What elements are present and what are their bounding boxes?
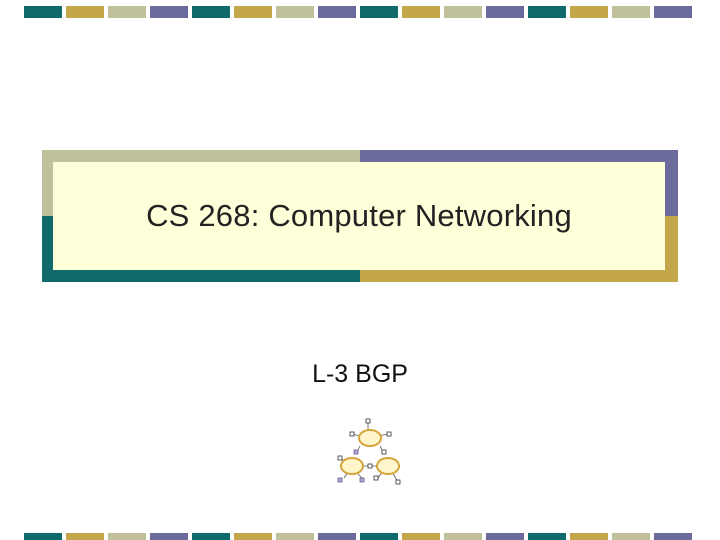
- stripe-segment: [150, 6, 188, 18]
- title-box: CS 268: Computer Networking: [53, 162, 665, 270]
- stripe-segment: [108, 6, 146, 18]
- stripe-segment: [192, 533, 230, 540]
- stripe-segment: [360, 533, 398, 540]
- stripe-segment: [486, 533, 524, 540]
- stripe-segment: [234, 533, 272, 540]
- stripe-segment: [318, 533, 356, 540]
- stripe-segment: [318, 6, 356, 18]
- stripe-segment: [612, 6, 650, 18]
- stripe-segment: [444, 533, 482, 540]
- stripe-segment: [360, 6, 398, 18]
- network-diagram-icon: [337, 418, 401, 485]
- stripe-segment: [570, 533, 608, 540]
- bottom-stripe: [0, 533, 720, 540]
- slide-title: CS 268: Computer Networking: [146, 198, 572, 233]
- stripe-segment: [570, 6, 608, 18]
- stripe-segment: [276, 533, 314, 540]
- stripe-segment: [654, 533, 692, 540]
- stripe-segment: [24, 6, 62, 18]
- stripe-segment: [150, 533, 188, 540]
- stripe-segment: [234, 6, 272, 18]
- top-stripe: [0, 6, 720, 18]
- stripe-segment: [66, 6, 104, 18]
- stripe-segment: [612, 533, 650, 540]
- stripe-segment: [66, 533, 104, 540]
- stripe-segment: [528, 533, 566, 540]
- stripe-segment: [444, 6, 482, 18]
- stripe-segment: [402, 533, 440, 540]
- stripe-segment: [528, 6, 566, 18]
- stripe-segment: [402, 6, 440, 18]
- stripe-segment: [24, 533, 62, 540]
- stripe-segment: [654, 6, 692, 18]
- stripe-segment: [276, 6, 314, 18]
- stripe-segment: [108, 533, 146, 540]
- stripe-segment: [192, 6, 230, 18]
- stripe-segment: [486, 6, 524, 18]
- slide-subtitle: L-3 BGP: [312, 360, 408, 388]
